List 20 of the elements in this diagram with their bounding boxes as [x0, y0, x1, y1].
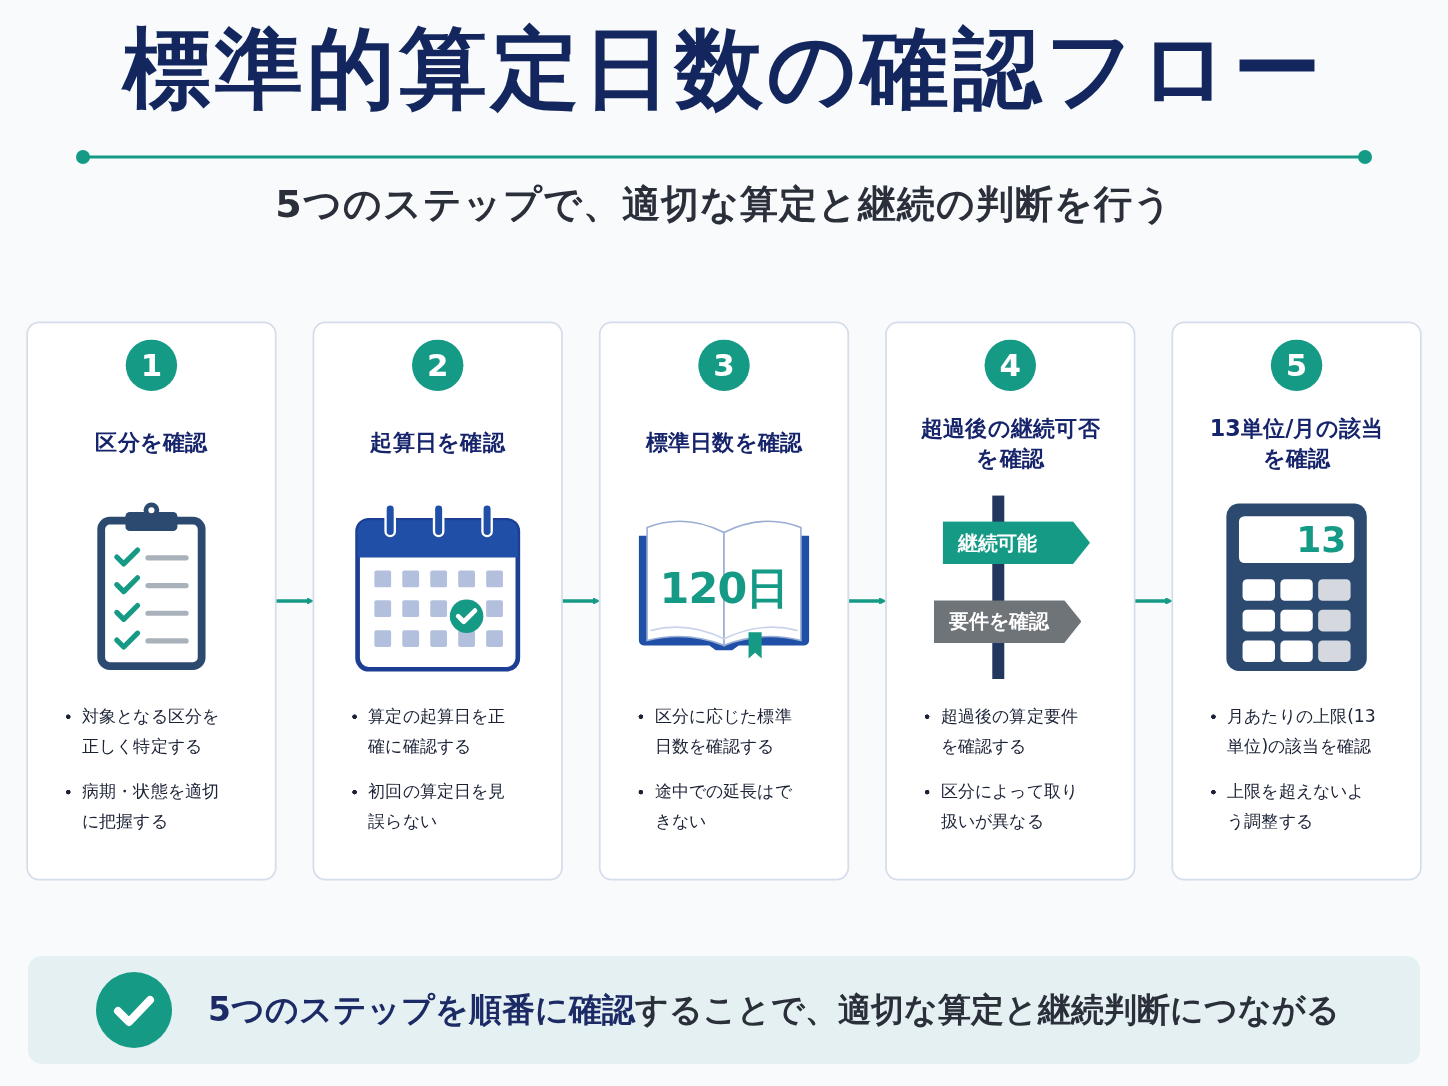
- signpost-sign: 継続可能: [942, 521, 1090, 565]
- step-card: [598, 321, 850, 881]
- step-heading: 13単位/月の該当を確認: [1208, 413, 1385, 473]
- arrow: [275, 597, 314, 605]
- arrow: [848, 597, 887, 605]
- step-heading: 区分を確認: [94, 428, 209, 458]
- arrow: [1134, 597, 1173, 605]
- step-card: [885, 321, 1136, 881]
- step-heading: 超過後の継続可否を確認: [920, 413, 1101, 473]
- signpost-sign: 要件を確認: [934, 600, 1082, 643]
- display-value: 13: [1295, 517, 1348, 563]
- step-heading: 標準日数を確認: [644, 428, 804, 458]
- title: 標準的算定日数の確認フロー: [123, 16, 1325, 122]
- step-card: [312, 321, 563, 881]
- step-card: [1171, 321, 1422, 881]
- day-count-text: 120日: [659, 564, 789, 613]
- subtitle: 5つのステップで、適切な算定と継続の判断を行う: [275, 181, 1173, 228]
- summary-text: 5つのステップを順番に確認することで、適切な算定と継続判断につながる: [208, 988, 1340, 1031]
- step-card: [26, 321, 277, 881]
- step-heading: 起算日を確認: [369, 428, 507, 458]
